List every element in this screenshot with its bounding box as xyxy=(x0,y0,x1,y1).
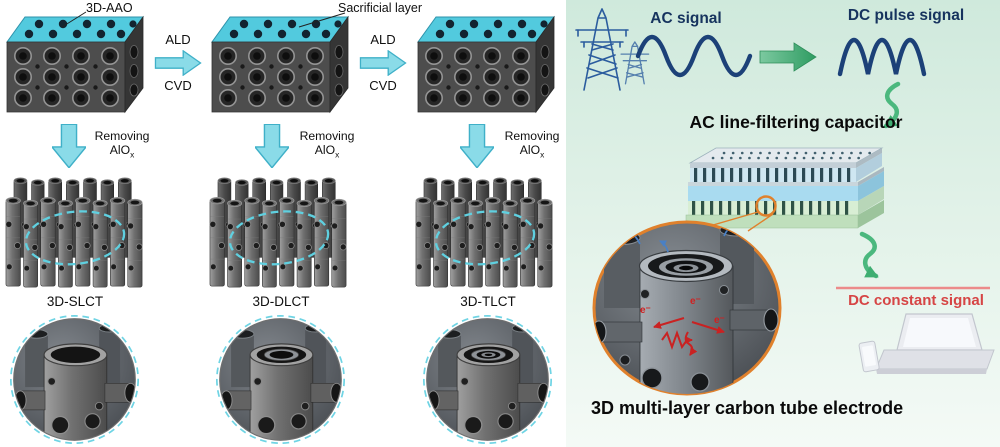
aao-block-2 xyxy=(211,16,349,113)
electron-label-2: e⁻ xyxy=(714,315,725,326)
ald-cvd-arrow-1 xyxy=(154,50,202,76)
electron-flow-arrows xyxy=(653,317,725,356)
alox-base: AlO xyxy=(519,143,541,158)
tube-cluster-2 xyxy=(210,178,347,287)
wavy-arrow-to-dc xyxy=(859,231,879,279)
alox-base: AlO xyxy=(314,143,336,158)
alox-sub: x xyxy=(335,149,340,160)
structure-label-slct: 3D-SLCT xyxy=(46,294,104,309)
dc-pulse-wave xyxy=(837,38,927,77)
wavy-arrow-to-capacitor xyxy=(883,81,901,129)
electrode-label: 3D multi-layer carbon tube electrode xyxy=(591,398,904,418)
removing-arrow-3 xyxy=(460,124,494,168)
removing-arrow-1 xyxy=(52,124,86,168)
sacrificial-pointer-line xyxy=(298,12,346,28)
phone-icon xyxy=(858,340,880,373)
structure-label-tlct: 3D-TLCT xyxy=(460,294,516,309)
aao-block-1 xyxy=(6,16,144,113)
tube-cluster-1 xyxy=(6,178,143,287)
removing-word: Removing xyxy=(299,129,355,143)
cvd-label-2: CVD xyxy=(369,78,397,93)
power-tower-icon xyxy=(575,8,650,91)
removing-label-3: Removing AlOx xyxy=(498,129,566,161)
tube-cluster-row xyxy=(6,178,553,287)
laptop-icon xyxy=(875,313,995,374)
alox-sub: x xyxy=(540,149,545,160)
aao-block-row xyxy=(6,11,555,113)
alox-base: AlO xyxy=(109,143,131,158)
removing-label-2: Removing AlOx xyxy=(293,129,361,161)
zoom-circle-tlct xyxy=(421,313,554,446)
ac-sine-wave xyxy=(635,34,753,78)
removing-label-1: Removing AlOx xyxy=(88,129,156,161)
capacitor-zoom-ring xyxy=(755,195,777,217)
dc-constant-label: DC constant signal xyxy=(848,292,984,309)
ac-signal-label: AC signal xyxy=(650,10,722,27)
capacitor-label: AC line-filtering capacitor xyxy=(689,112,903,132)
electron-label-1: e⁻ xyxy=(640,305,651,316)
sacrificial-layer-label: Sacrificial layer xyxy=(338,1,423,15)
aao-label: 3D-AAO xyxy=(86,1,133,15)
alox-sub: x xyxy=(130,149,135,160)
ald-label-1: ALD xyxy=(165,32,191,47)
ald-cvd-arrow-2 xyxy=(359,50,407,76)
removing-word: Removing xyxy=(94,129,150,143)
ald-label-2: ALD xyxy=(370,32,396,47)
electron-label-3: e⁻ xyxy=(690,296,701,307)
zoom-circle-dlct xyxy=(214,313,347,446)
ac-to-dc-arrow xyxy=(759,42,817,72)
removing-arrow-2 xyxy=(255,124,289,168)
capacitor-illustration xyxy=(619,147,884,253)
aao-block-3 xyxy=(417,16,555,113)
aao-pointer-line xyxy=(61,11,87,28)
removing-word: Removing xyxy=(504,129,560,143)
tube-cluster-3 xyxy=(416,178,553,287)
structure-label-dlct: 3D-DLCT xyxy=(252,294,310,309)
cvd-label-1: CVD xyxy=(164,78,192,93)
zoom-circle-slct xyxy=(8,313,141,446)
dc-pulse-label: DC pulse signal xyxy=(847,7,965,24)
